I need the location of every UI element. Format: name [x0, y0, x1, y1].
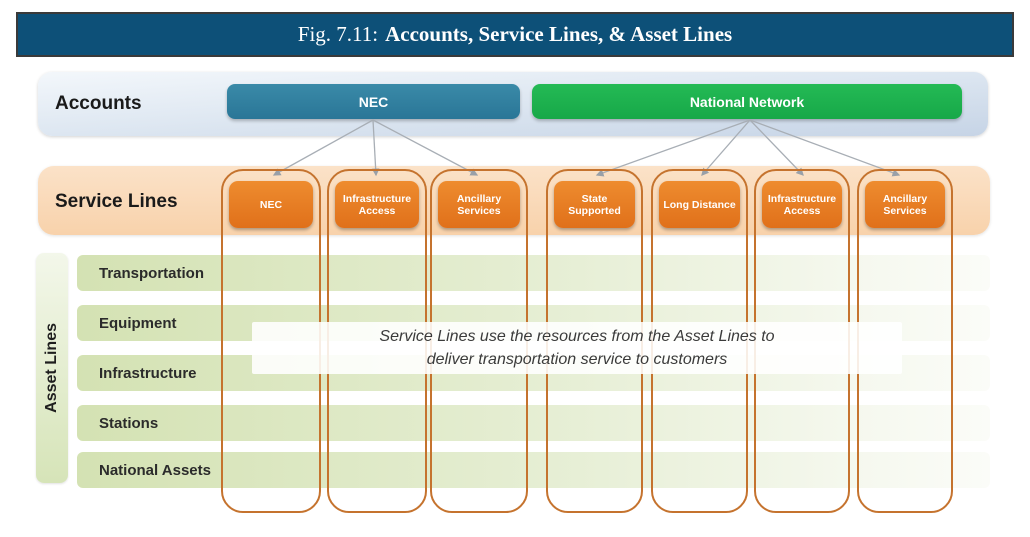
service-lines-label: Service Lines	[55, 191, 178, 212]
figure-number: Fig. 7.11:	[297, 22, 379, 46]
figure-title-bar: Fig. 7.11: Accounts, Service Lines, & As…	[16, 12, 1014, 57]
account-nec: NEC	[227, 84, 520, 119]
service-line-nec: NEC	[229, 181, 313, 228]
account-national-network: National Network	[532, 84, 962, 119]
asset-row-national-assets: National Assets	[77, 452, 990, 488]
asset-row-transportation: Transportation	[77, 255, 990, 291]
caption-box: Service Lines use the resources from the…	[252, 322, 902, 374]
service-line-infrastructure-access-nec: Infrastructure Access	[335, 181, 419, 228]
asset-row-stations: Stations	[77, 405, 990, 441]
service-line-long-distance: Long Distance	[659, 181, 740, 228]
accounts-label: Accounts	[55, 93, 142, 114]
caption-line-1: Service Lines use the resources from the…	[379, 328, 775, 345]
caption-line-2: deliver transportation service to custom…	[426, 351, 728, 368]
service-line-infrastructure-access-nn: Infrastructure Access	[762, 181, 842, 228]
service-line-state-supported: State Supported	[554, 181, 635, 228]
asset-lines-text: Asset Lines	[43, 323, 60, 413]
service-line-ancillary-services-nn: Ancillary Services	[865, 181, 945, 228]
asset-lines-vertical-label: Asset Lines	[36, 253, 68, 483]
service-line-ancillary-services-nec: Ancillary Services	[438, 181, 520, 228]
figure-title: Accounts, Service Lines, & Asset Lines	[385, 22, 733, 46]
